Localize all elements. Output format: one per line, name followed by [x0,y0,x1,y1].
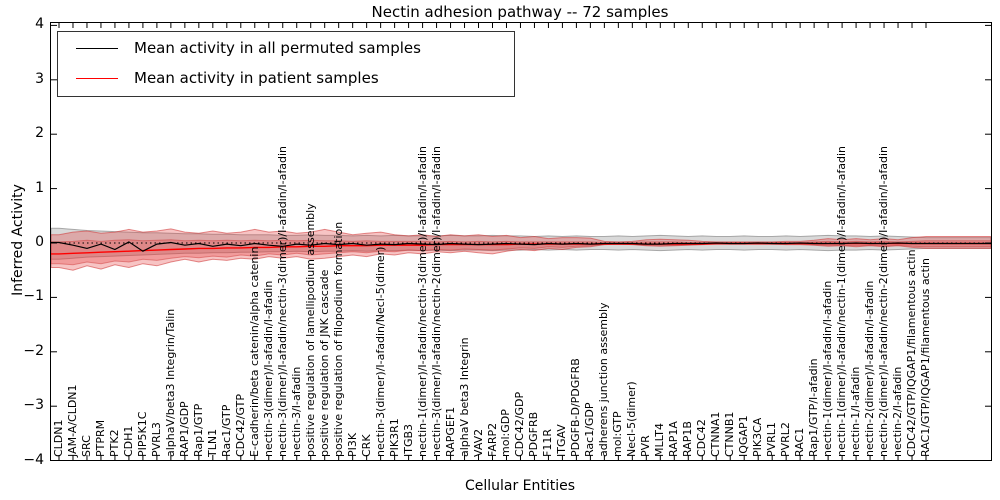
x-tick-label: positive regulation of JNK cascade [317,269,331,457]
x-tick-label: RAC1/GTP/IQGAP1/filamentous actin [919,258,932,457]
x-tick-label: CDC42/GTP [233,393,247,457]
x-tick-label: nectin-3(dimer)/I-afadin/nectin-3(dimer)… [275,145,289,457]
x-tick-label: PTK2 [107,429,121,457]
y-tick-label: −3 [23,397,44,414]
legend-line-patient [76,77,118,79]
x-tick-label: PVRL2 [779,422,793,457]
x-tick-label: PVRL1 [765,422,779,457]
x-tick-label: PDGFB-D/PDGFRB [569,358,583,457]
x-tick-label: mol:GDP [499,409,513,457]
x-tick-label: CTNNA1 [709,411,723,457]
x-tick-label: nectin-3/I-afadin [289,366,303,457]
x-tick-label: Rac1/GDP [583,402,597,457]
x-tick-label: CTNNB1 [723,411,737,457]
x-tick-label: nectin-3(dimer)/I-afadin/Necl-5(dimer) [373,246,387,457]
x-tick-label: adherens junction assembly [597,302,611,457]
x-tick-label: PIP5K1C [135,411,149,457]
x-tick-label: TLN1 [205,428,219,457]
x-tick-label: positive regulation of lamellipodium ass… [303,203,317,457]
x-tick-label: PIK3R1 [387,418,401,457]
x-tick-label: nectin-3(dimer)/I-afadin/I-afadin [261,280,275,457]
legend-label-patient: Mean activity in patient samples [134,69,379,87]
legend-item-permuted: Mean activity in all permuted samples [58,34,421,62]
legend: Mean activity in all permuted samples Me… [57,31,515,97]
patient-samples-range-outer [51,228,991,271]
x-tick-label: RAPGEF1 [443,406,457,457]
x-tick-label: RAP1A [667,421,681,457]
x-tick-label: IQGAP1 [737,415,751,457]
x-tick-label: PDGFRB [527,411,541,457]
x-tick-label: JAM-A/CLDN1 [65,384,79,457]
x-tick-label: positive regulation of filopodium format… [331,221,345,457]
x-tick-label: RAP1/GDP [177,401,191,457]
y-tick-label: 4 [35,16,44,33]
x-tick-label: ITGAV [555,424,569,457]
legend-label-permuted: Mean activity in all permuted samples [134,39,421,57]
y-tick-label: 0 [35,234,44,250]
x-tick-label: mol:GTP [611,411,625,457]
x-tick-label: nectin-2/I-afadin [891,366,905,457]
x-tick-label: FARP2 [485,422,499,457]
x-tick-label: nectin-3(dimer)/I-afadin/nectin-2(dimer)… [429,145,443,457]
x-axis-label: Cellular Entities [464,478,576,494]
x-tick-label: PVR [639,435,653,457]
x-tick-label: nectin-1(dimer)/I-afadin/nectin-1(dimer)… [835,145,849,457]
y-tick-label: −2 [23,342,44,359]
x-tick-label: CLDN1 [52,419,65,457]
x-tick-label: CDH1 [121,425,135,457]
x-tick-label: nectin-1(dimer)/I-afadin/I-afadin [821,280,835,457]
y-tick-label: 2 [35,125,44,142]
x-tick-label: RAP1B [681,421,695,457]
x-tick-label: F11R [541,429,555,457]
x-tick-label: nectin-1/I-afadin [849,366,863,457]
y-tick-label: 1 [35,179,44,196]
x-tick-label: SRC [79,435,93,457]
x-tick-label: alphaV/beta3 Integrin/Talin [163,308,177,457]
chart-canvas [51,23,991,460]
legend-item-patient: Mean activity in patient samples [58,64,379,92]
y-tick-label: −4 [23,451,44,468]
x-tick-label: Necl-5(dimer) [625,381,639,457]
x-tick-label: CDC42 [695,419,709,457]
x-tick-label: PVRL3 [149,422,163,457]
x-tick-label: CRK [359,434,373,457]
x-tick-label: Rap1/GTP [191,403,205,457]
x-tick-label: CDC42/GTP/IQGAP1/filamentous actin [905,249,919,457]
y-tick-label: 3 [35,70,44,87]
x-tick-label: E-cadherin/beta catenin/alpha catenin [247,246,261,457]
x-tick-label: nectin-2(dimer)/I-afadin/nectin-2(dimer)… [877,145,891,457]
x-tick-label: nectin-1(dimer)/I-afadin/nectin-3(dimer)… [415,145,429,457]
x-tick-label: VAV2 [471,428,485,457]
x-tick-label: PIK3CA [751,417,765,457]
x-tick-label: Rap1/GTP/I-afadin [807,358,821,457]
x-tick-label: nectin-2(dimer)/I-afadin/I-afadin [863,280,877,457]
permuted-mean-line [51,241,991,252]
legend-line-permuted [76,47,118,49]
x-tick-label: Rac1/GTP [219,404,233,457]
chart-title: Nectin adhesion pathway -- 72 samples [371,3,669,21]
y-tick-label: −1 [23,288,44,305]
x-tick-label: alphaV beta3 Integrin [457,337,471,457]
x-tick-label: PI3K [345,432,359,457]
x-tick-label: RAC1 [793,427,807,457]
x-tick-label: MLLT4 [653,423,667,457]
x-tick-label: CDC42/GDP [513,391,527,457]
x-tick-label: PTPRM [93,419,107,457]
x-tick-label: ITGB3 [401,423,415,457]
